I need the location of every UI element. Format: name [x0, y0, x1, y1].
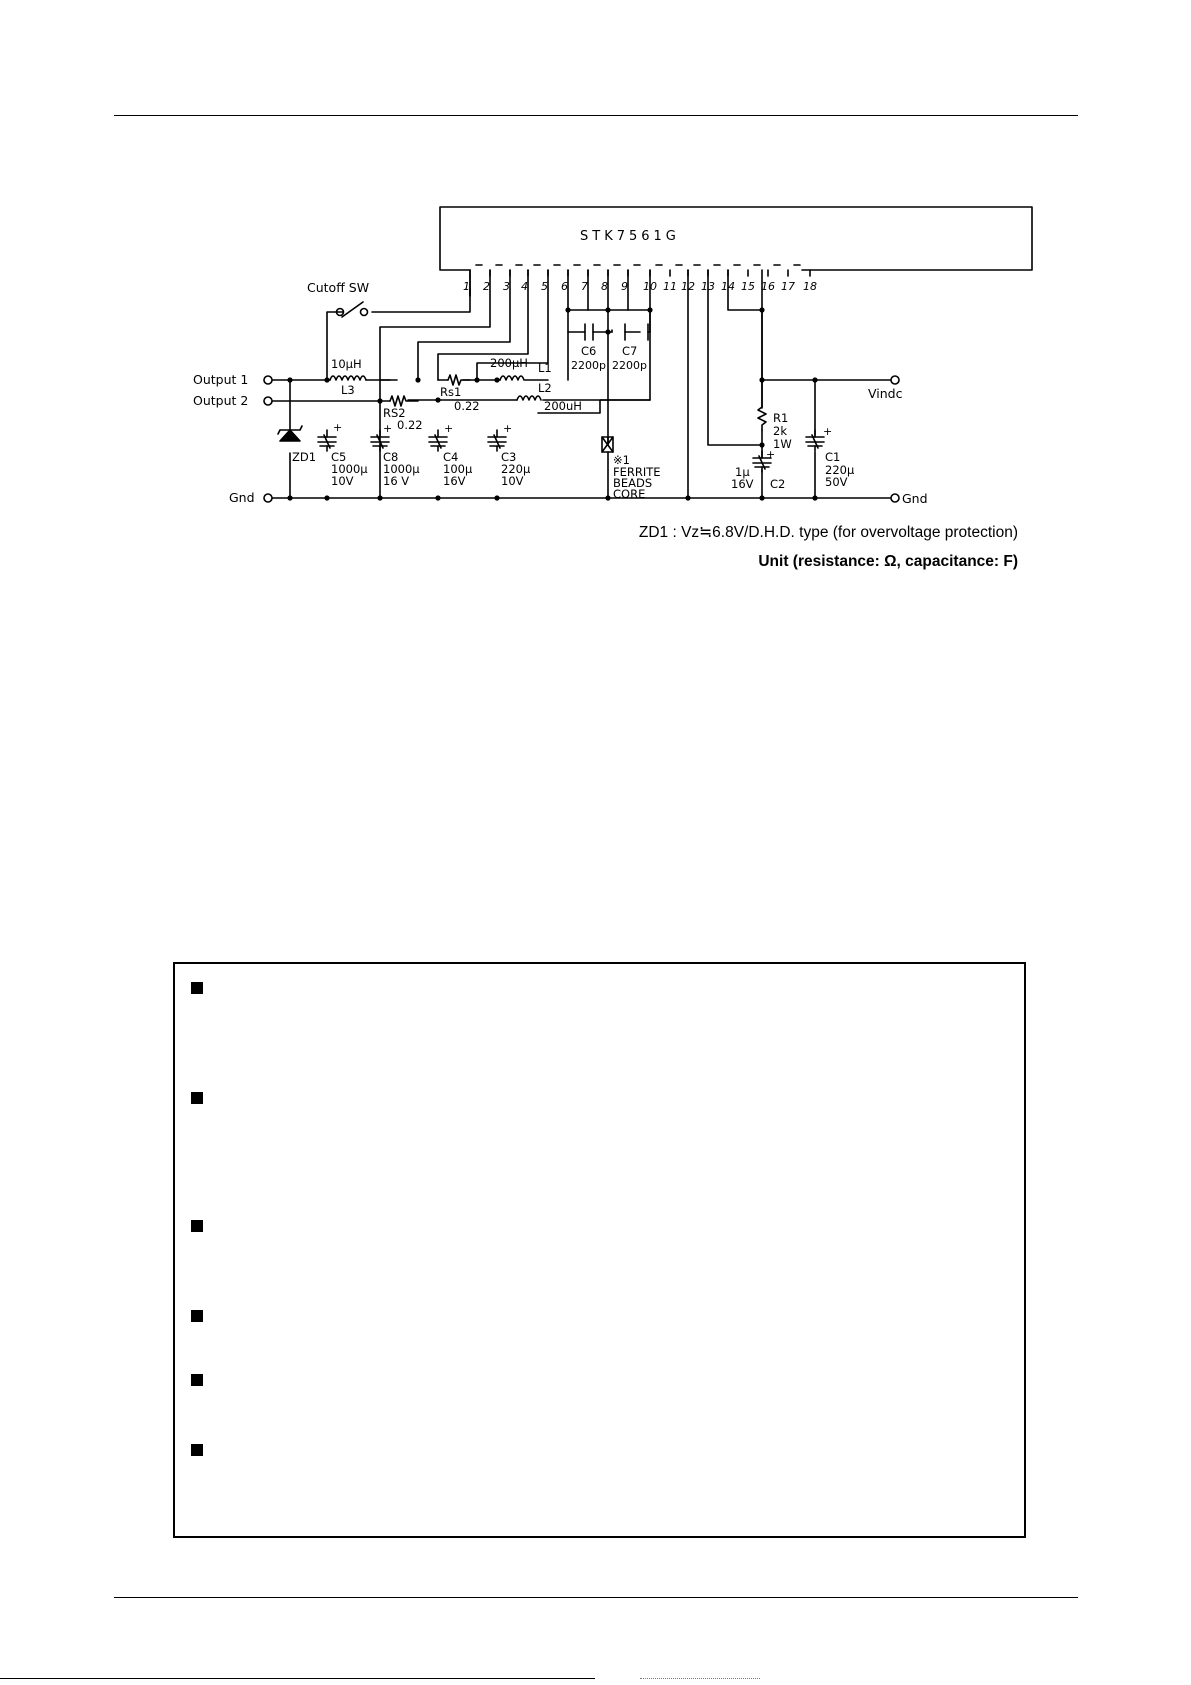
pin-label: 11: [663, 280, 677, 293]
polarity-plus: +: [444, 422, 453, 435]
cap-hatch: [376, 434, 384, 449]
l1-value: 200µH: [490, 356, 528, 370]
cap-voltage-label: 16 V: [383, 474, 409, 488]
bottom-rule: [114, 1597, 1078, 1598]
bullet-6: [191, 1444, 203, 1456]
cap-value-label: 100µ: [443, 462, 473, 476]
c6-name: C6: [581, 344, 596, 358]
polarity-plus: +: [383, 422, 392, 435]
pin-label: 3: [503, 280, 510, 293]
polarity-plus: +: [766, 448, 775, 461]
pin-label: 5: [541, 280, 548, 293]
pin-label: 4: [521, 280, 528, 293]
cap-name-label: C5: [331, 450, 346, 464]
ic-name-label: STK7561G: [580, 229, 680, 244]
ferrite-line1: FERRITE: [613, 465, 661, 479]
cap-value-label: 1000µ: [331, 462, 368, 476]
bottom-edge-faint-line: [640, 1678, 760, 1679]
gnd-left-label: Gnd: [229, 490, 255, 505]
pin-label: 16: [761, 280, 775, 293]
pin-label: 1: [463, 280, 470, 293]
bullet-2: [191, 1092, 203, 1104]
gnd-right-label: Gnd: [902, 491, 928, 506]
l3-name: L3: [341, 383, 355, 397]
r1-value: 2k: [773, 424, 787, 438]
polarity-plus: +: [823, 425, 832, 438]
rs1-value: 0.22: [454, 399, 480, 413]
r1-power: 1W: [773, 437, 792, 451]
bullet-5: [191, 1374, 203, 1386]
c1-voltage: 50V: [825, 475, 848, 489]
cap-voltage-label: 16V: [443, 474, 466, 488]
pin-label: 17: [781, 280, 795, 293]
l2-value: 200uH: [544, 399, 582, 413]
cap-hatch: [493, 434, 501, 449]
zd1-label: ZD1: [292, 450, 316, 464]
vindc-label: Vindc: [868, 386, 903, 401]
l2-name: L2: [538, 381, 552, 395]
c7-name: C7: [622, 344, 637, 358]
c1-value: 220µ: [825, 463, 855, 477]
cap-hatch: [811, 434, 819, 449]
cap-hatch: [758, 455, 766, 470]
pin-label: 18: [803, 280, 817, 293]
bullet-1: [191, 982, 203, 994]
notice-box: [173, 962, 1026, 1538]
c7-value: 2200p: [612, 359, 647, 372]
bottom-edge-line: [0, 1678, 595, 1679]
cap-hatch: [323, 434, 331, 449]
l3-value: 10µH: [331, 357, 362, 371]
cap-voltage-label: 10V: [331, 474, 354, 488]
bullet-4: [191, 1310, 203, 1322]
cap-voltage-label: 10V: [501, 474, 524, 488]
c2-name: C2: [770, 477, 785, 491]
pin-label: 8: [601, 280, 608, 293]
pin-label: 12: [681, 280, 695, 293]
c2-value: 1µ: [735, 465, 750, 479]
pin-label: 14: [721, 280, 735, 293]
rs2-name: RS2: [383, 406, 406, 420]
rs2-value: 0.22: [397, 418, 423, 432]
cap-name-label: C8: [383, 450, 398, 464]
bullet-3: [191, 1220, 203, 1232]
polarity-plus: +: [333, 421, 342, 434]
l1-name: L1: [538, 361, 552, 375]
pin-label: 9: [621, 280, 628, 293]
rs1-name: Rs1: [440, 385, 461, 399]
r1-name: R1: [773, 411, 788, 425]
pin-label: 15: [741, 280, 755, 293]
polarity-plus: +: [503, 422, 512, 435]
pin-label: 10: [643, 280, 657, 293]
output1-label: Output 1: [193, 372, 248, 387]
c1-name: C1: [825, 450, 840, 464]
ferrite-line2: BEADS: [613, 476, 652, 490]
ic-package: [439, 206, 1033, 271]
pin-label: 13: [701, 280, 715, 293]
cap-value-label: 220µ: [501, 462, 531, 476]
cutoff-sw-label: Cutoff SW: [307, 280, 369, 295]
pin-label: 7: [581, 280, 588, 293]
c2-voltage: 16V: [731, 477, 754, 491]
ferrite-line3: CORE: [613, 487, 645, 501]
ferrite-mark: ※1: [613, 453, 630, 467]
top-rule: [114, 115, 1078, 116]
cap-hatch: [434, 434, 442, 449]
cap-value-label: 1000µ: [383, 462, 420, 476]
pin-label: 2: [483, 280, 490, 293]
output2-label: Output 2: [193, 393, 248, 408]
cap-name-label: C4: [443, 450, 458, 464]
unit-note: Unit (resistance: Ω, capacitance: F): [758, 553, 1018, 570]
pin-label: 6: [561, 280, 568, 293]
cap-name-label: C3: [501, 450, 516, 464]
c6-value: 2200p: [571, 359, 606, 372]
zd1-note: ZD1 : Vz≒6.8V/D.H.D. type (for overvolta…: [638, 524, 1018, 541]
